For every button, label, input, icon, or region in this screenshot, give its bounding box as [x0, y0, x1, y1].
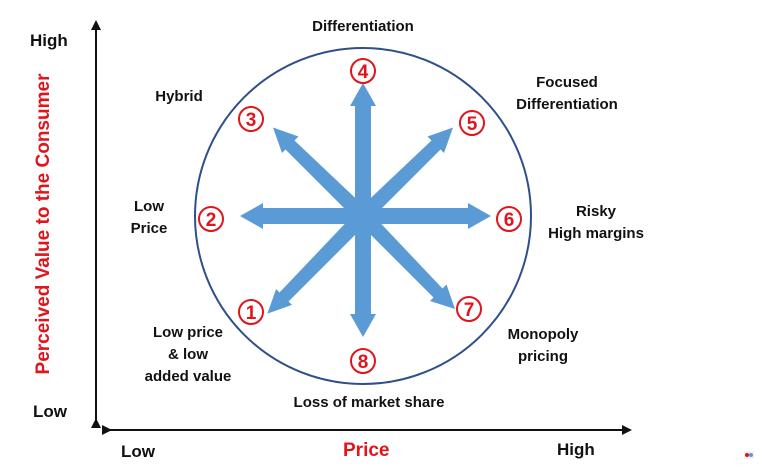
arrow-to-1 — [267, 210, 369, 314]
badge-7-number: 7 — [464, 300, 475, 321]
badge-5-circle — [459, 110, 485, 136]
strategy-6-line-2: High margins — [548, 225, 644, 242]
strategy-1-line-3: added value — [144, 368, 232, 385]
badge-group: 1 2 3 4 5 6 7 8 — [198, 58, 522, 374]
badge-7-circle — [456, 296, 482, 322]
badge-4-circle — [350, 58, 376, 84]
strategy-label-3: Hybrid — [155, 86, 203, 108]
badge-1-number: 1 — [246, 303, 257, 324]
arrow-group — [240, 83, 491, 337]
badge-5-number: 5 — [467, 114, 478, 135]
badge-3-number: 3 — [246, 110, 257, 131]
x-axis-title: Price — [343, 440, 390, 461]
badge-6-number: 6 — [504, 210, 515, 231]
strategy-2-line-1: Low — [133, 198, 164, 215]
strategy-1-line-1: Low price — [152, 324, 224, 341]
watermark-icon — [744, 451, 754, 459]
strategy-label-5: Focused Differentiation — [516, 72, 618, 116]
badge-8-circle — [350, 348, 376, 374]
clock-circle — [194, 47, 532, 385]
strategy-7-line-1: Monopoly — [507, 326, 579, 343]
strategy-4-line-1: Differentiation — [312, 18, 414, 35]
x-axis-high-label: High — [557, 440, 595, 459]
arrow-to-7 — [357, 210, 455, 309]
badge-4-number: 4 — [358, 62, 369, 83]
badge-1-circle — [238, 299, 264, 325]
arrow-to-8 — [350, 216, 376, 337]
arrow-to-2 — [240, 203, 363, 229]
strategy-label-7: Monopoly pricing — [508, 324, 579, 368]
badge-2-number: 2 — [206, 210, 217, 231]
strategy-1-line-2: & low — [167, 346, 208, 363]
y-axis-title: Perceived Value to the Consumer — [33, 73, 54, 375]
strategy-7-line-2: pricing — [517, 348, 569, 365]
strategy-label-1: Low price & low added value — [145, 322, 232, 388]
badge-3-circle — [238, 106, 264, 132]
arrow-to-6 — [363, 203, 491, 229]
strategy-3-line-1: Hybrid — [155, 88, 203, 105]
y-axis-low-label: Low — [33, 402, 67, 421]
strategy-5-line-2: Differentiation — [516, 96, 618, 113]
arrow-to-3 — [273, 127, 369, 222]
strategy-label-8: Loss of market share — [294, 392, 445, 414]
badge-8-number: 8 — [358, 352, 369, 373]
strategy-label-6: Risky High margins — [548, 201, 644, 245]
strategy-2-line-2: Price — [130, 220, 168, 237]
strategy-label-2: Low Price — [131, 196, 168, 240]
strategy-label-4: Differentiation — [312, 16, 414, 38]
arrow-to-4 — [350, 83, 376, 216]
strategy-5-line-1: Focused — [536, 74, 598, 91]
arrow-to-5 — [357, 127, 453, 222]
strategy-8-line-1: Loss of market share — [293, 394, 445, 411]
badge-2-circle — [198, 206, 224, 232]
x-axis-low-label: Low — [121, 442, 155, 461]
y-axis-high-label: High — [30, 31, 68, 50]
badge-6-circle — [496, 206, 522, 232]
strategy-6-line-1: Risky — [575, 203, 617, 220]
